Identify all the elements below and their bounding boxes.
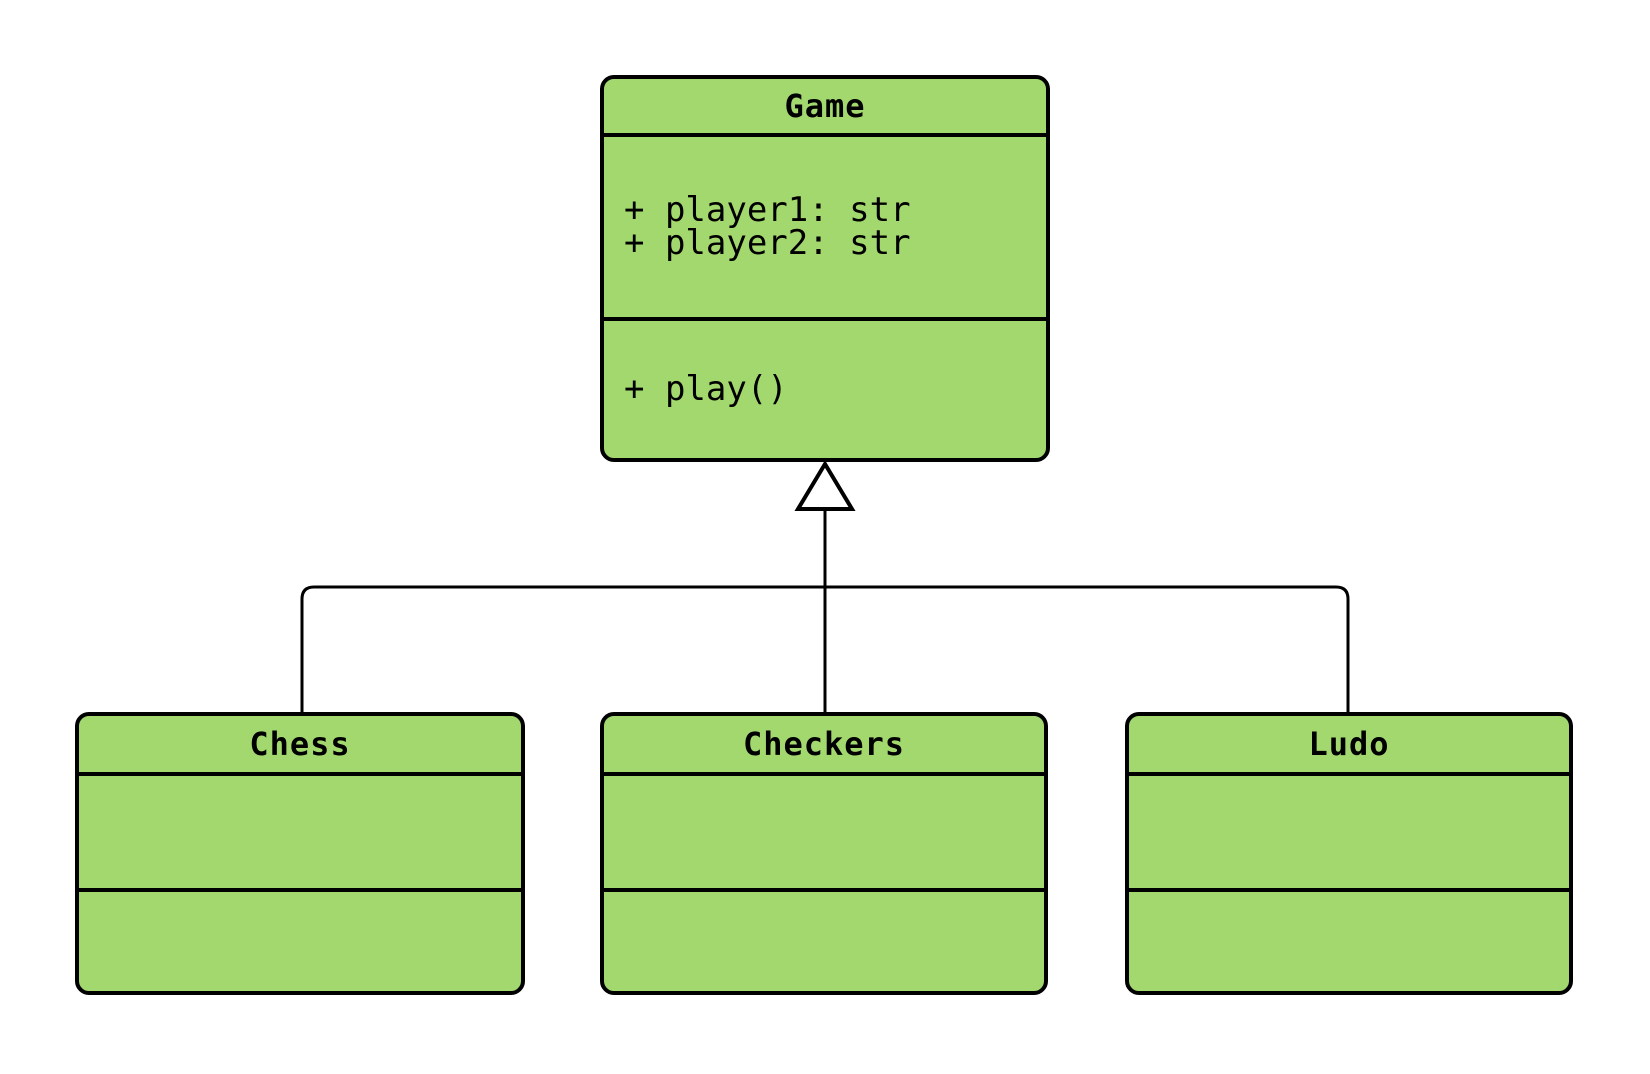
methods-compartment: + play() [604,317,1046,458]
attributes-compartment [79,776,521,888]
member-line: + play() [624,368,788,409]
methods-compartment [604,888,1044,991]
methods-compartment [79,888,521,991]
class-title: Checkers [604,716,1044,776]
connector-line-chess-ludo [300,585,1350,714]
class-box-ludo: Ludo [1125,712,1573,995]
methods-compartment [1129,888,1569,991]
class-title: Game [604,79,1046,137]
member-line: + player2: str [624,223,911,263]
member-line: + player1: str [624,189,911,230]
class-title: Chess [79,716,521,776]
class-box-chess: Chess [75,712,525,995]
inheritance-arrowhead-icon [794,460,856,511]
class-title: Ludo [1129,716,1569,776]
class-box-checkers: Checkers [600,712,1048,995]
attributes-compartment [604,776,1044,888]
class-box-game: Game + player1: str+ player2: str + play… [600,75,1050,462]
attributes-compartment: + player1: str+ player2: str [604,137,1046,317]
attributes-compartment [1129,776,1569,888]
